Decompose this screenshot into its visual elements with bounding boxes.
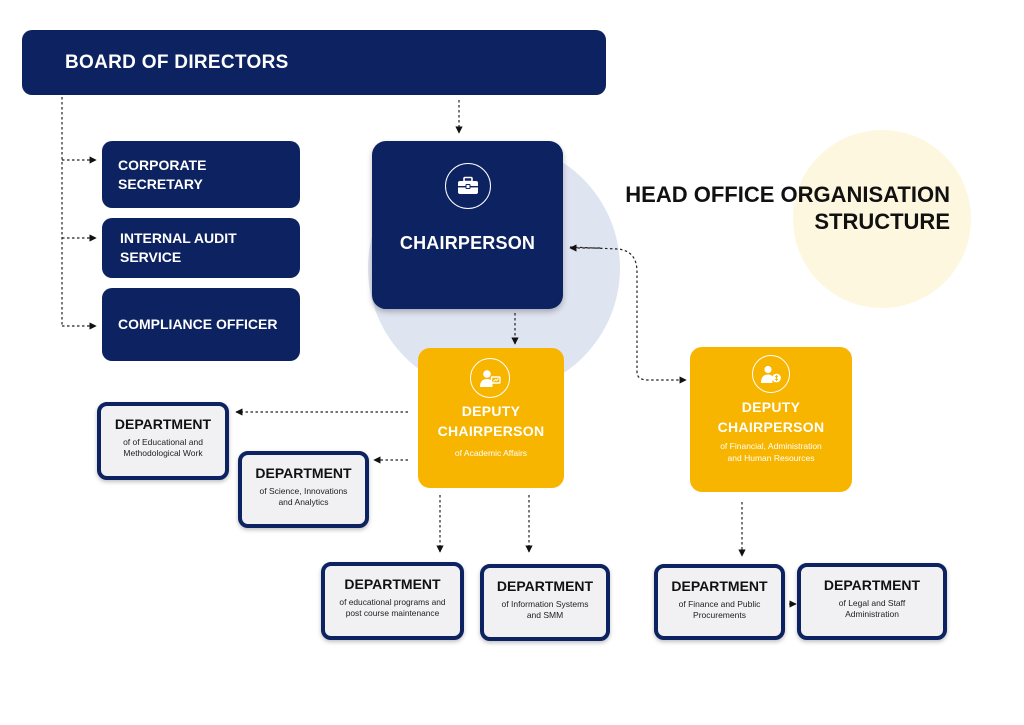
- chairperson-label: CHAIRPERSON: [399, 233, 536, 253]
- department-heading: DEPARTMENT: [823, 577, 921, 593]
- department-desc-line2: Methodological Work: [123, 448, 203, 458]
- department-desc-line2: post course maintenance: [345, 608, 440, 618]
- halo-circle-cream: [793, 130, 971, 308]
- deputy-chairperson-finance-box: DEPUTY CHAIRPERSON of Financial, Administ…: [690, 347, 852, 492]
- department-desc-line1: of Finance and Public: [678, 599, 761, 609]
- department-desc-line1: of educational programs and: [339, 597, 446, 607]
- department-heading: DEPARTMENT: [671, 578, 768, 594]
- department-heading: DEPARTMENT: [496, 578, 594, 594]
- internal-audit-line1: INTERNAL AUDIT: [120, 230, 237, 246]
- department-desc-line1: of Science, Innovations: [259, 486, 348, 496]
- connector-chair-to-deputy2: [569, 246, 687, 384]
- department-desc-line2: and SMM: [526, 610, 564, 620]
- board-of-directors-box: BOARD OF DIRECTORS: [22, 30, 606, 95]
- internal-audit-line2: SERVICE: [120, 249, 182, 265]
- title-line2: STRUCTURE: [814, 209, 950, 234]
- page-title: HEAD OFFICE ORGANISATION STRUCTURE: [625, 181, 950, 235]
- deputy2-sub1: of Financial, Administration: [720, 441, 822, 451]
- deputy2-line2: CHAIRPERSON: [717, 419, 825, 435]
- department-desc-line2: Procurements: [693, 610, 746, 620]
- compliance-officer-box: COMPLIANCE OFFICER: [102, 288, 300, 361]
- corporate-secretary-line2: SECRETARY: [118, 175, 203, 192]
- department-heading: DEPARTMENT: [114, 416, 212, 432]
- department-heading: DEPARTMENT: [255, 465, 352, 481]
- deputy2-sub2: and Human Resources: [727, 453, 815, 463]
- deputy1-line1: DEPUTY: [461, 403, 521, 419]
- corporate-secretary-box: CORPORATE SECRETARY: [102, 141, 300, 208]
- chairperson-box: CHAIRPERSON: [372, 141, 563, 309]
- user-money-icon: [752, 355, 790, 393]
- title-line1: HEAD OFFICE ORGANISATION: [625, 182, 950, 207]
- briefcase-icon: [445, 163, 491, 209]
- department-desc-line1: of of Educational and: [123, 437, 203, 447]
- department-heading: DEPARTMENT: [344, 576, 441, 592]
- deputy2-line1: DEPUTY: [741, 399, 801, 415]
- internal-audit-box: INTERNAL AUDIT SERVICE: [102, 218, 300, 278]
- department-desc-line2: Administration: [845, 609, 899, 619]
- deputy1-sub1: of Academic Affairs: [454, 448, 528, 458]
- department-desc-line1: of Information Systems: [501, 599, 589, 609]
- department-desc-line1: of Legal and Staff: [838, 598, 906, 608]
- corporate-secretary-line1: CORPORATE: [118, 156, 207, 173]
- deputy-chairperson-academic-box: DEPUTY CHAIRPERSON of Academic Affairs: [418, 348, 564, 488]
- board-label: BOARD OF DIRECTORS: [65, 51, 289, 73]
- department-desc-line2: and Analytics: [278, 497, 329, 507]
- user-presentation-icon: [470, 358, 510, 398]
- deputy1-line2: CHAIRPERSON: [437, 423, 545, 439]
- compliance-officer-line1: COMPLIANCE OFFICER: [118, 316, 278, 332]
